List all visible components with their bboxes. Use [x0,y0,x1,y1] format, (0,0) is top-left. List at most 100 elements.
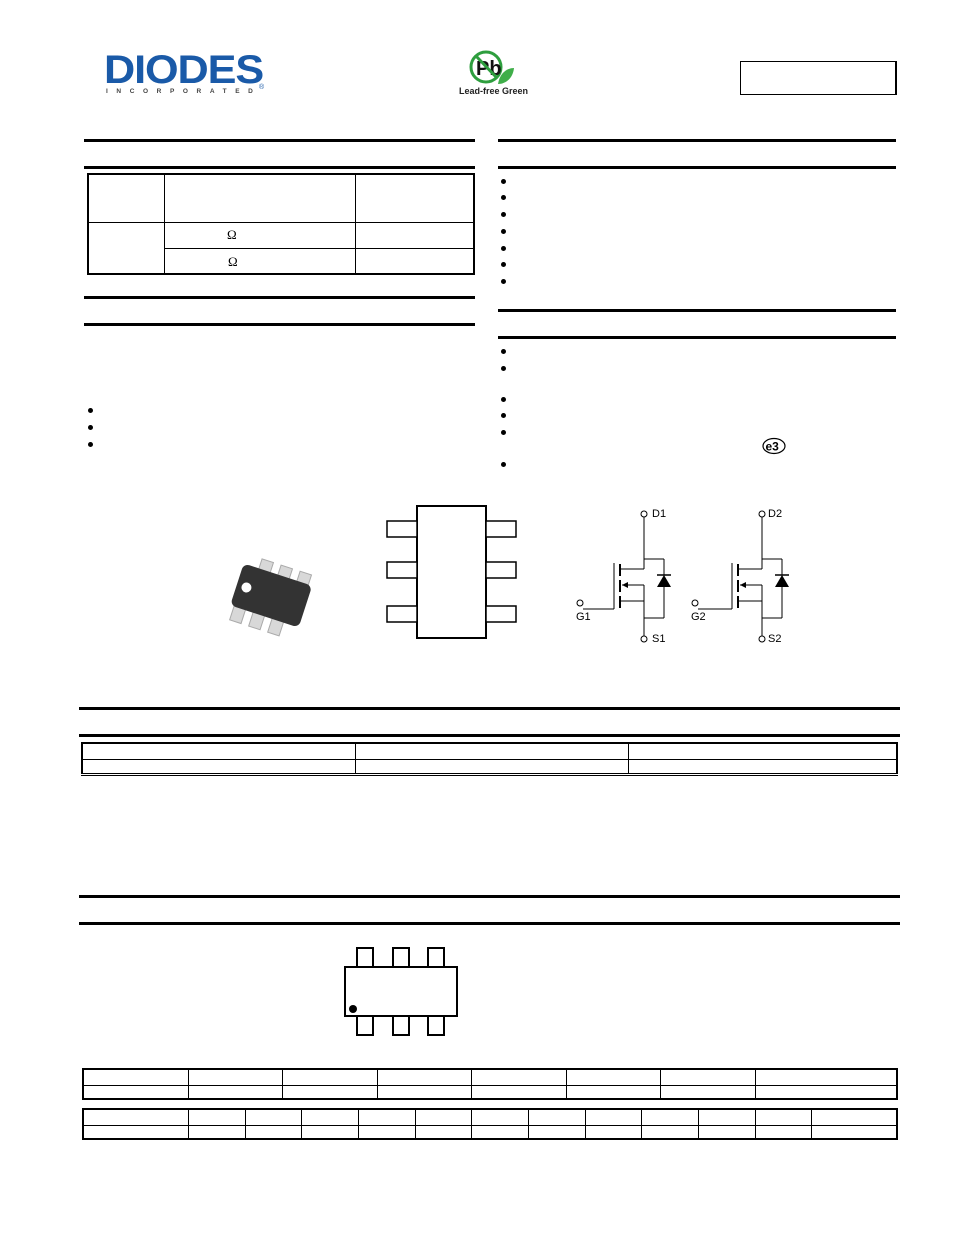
header-cell [82,1068,189,1086]
section-rule-top [84,296,475,299]
table-cell [528,1124,586,1140]
table-cell [754,1124,813,1140]
table-cell [355,221,475,249]
table-cell [355,759,629,775]
table-cell [660,1084,756,1100]
mechanical-data-title [502,315,892,331]
source1-label: S1 [652,633,666,645]
list-item [512,458,892,472]
header-cell [355,173,475,223]
section-rule-bottom [79,734,900,737]
product-summary-table: Ω Ω [87,173,475,275]
part-number-box [740,61,897,95]
section-rule-top [79,707,900,710]
sot26-package-photo [228,558,313,637]
bullet-icon [501,366,506,371]
table-cell [187,1084,284,1100]
table-cell [82,1124,189,1140]
table-cell [641,1124,700,1140]
table-cell: Ω [164,247,356,275]
header-cell [187,1068,284,1086]
header-cell [358,1108,416,1126]
ordering-title [84,714,884,730]
registered-mark: ® [259,84,265,91]
source2-label: S2 [768,633,782,645]
table-cell [376,1084,473,1100]
header-cell [282,1068,378,1086]
header-cell [164,173,356,223]
description-title [90,302,470,318]
header-cell [87,173,165,223]
product-summary-title [90,146,470,162]
section-rule-bottom [84,166,475,169]
section-rule-bottom [84,323,475,326]
table-cell [355,247,475,275]
table-cell [471,1124,530,1140]
marking-title [84,902,884,918]
bullet-icon [501,246,506,251]
ohm-symbol: Ω [227,226,237,242]
gate2-label: G2 [691,611,706,623]
header-cell [528,1108,586,1126]
section-rule-top [498,309,896,312]
section-rule-bottom [498,336,896,339]
header-cell [628,742,898,761]
svg-text:e3: e3 [766,440,780,454]
list-item [512,345,892,359]
header-cell [355,742,629,761]
header-cell [698,1108,756,1126]
header-cell [754,1068,898,1086]
table-cell [87,221,165,275]
table-cell: Ω [164,221,356,249]
ordering-table [81,742,898,776]
bullet-icon [501,262,506,267]
header-cell [811,1108,898,1126]
e3-lead-finish-icon: e3 [762,437,786,455]
bullet-icon [88,442,93,447]
bullet-icon [501,430,506,435]
table-cell [301,1124,360,1140]
table-cell [628,759,898,775]
gate1-label: G1 [576,611,591,623]
table-cell [698,1124,756,1140]
table-cell [81,759,356,775]
bullet-icon [501,279,506,284]
list-item [512,393,892,407]
list-item [512,426,892,454]
bullet-icon [501,179,506,184]
header-cell [660,1068,756,1086]
header-cell [471,1068,567,1086]
mosfet2-schematic [691,510,789,643]
table-cell [584,1124,643,1140]
header-cell [244,1108,303,1126]
drain1-label: D1 [652,508,667,520]
header-cell [565,1068,662,1086]
bullet-icon [501,413,506,418]
mosfet1-schematic [576,510,671,643]
date-code-month-table [82,1108,898,1140]
date-code-year-table [82,1068,898,1100]
list-item [512,409,892,423]
list-item [512,362,892,390]
section-rule-top [79,895,900,898]
table-cell [358,1124,416,1140]
table-cell [414,1124,473,1140]
header-cell [414,1108,473,1126]
pin1-dot-icon [349,1005,357,1013]
header-cell [376,1068,473,1086]
table-cell [471,1084,567,1100]
header-cell [81,742,356,761]
pinout-top-view-diagram [386,505,517,639]
bullet-icon [88,408,93,413]
description-paragraph [88,335,473,395]
table-cell [282,1084,378,1100]
table-cell [754,1084,898,1100]
header-cell [188,1108,246,1126]
bullet-icon [88,425,93,430]
no-lead-icon: Pb [469,50,514,84]
header-cell [471,1108,530,1126]
bullet-icon [501,195,506,200]
header-cell [641,1108,700,1126]
header-cell [301,1108,360,1126]
bullet-icon [501,349,506,354]
